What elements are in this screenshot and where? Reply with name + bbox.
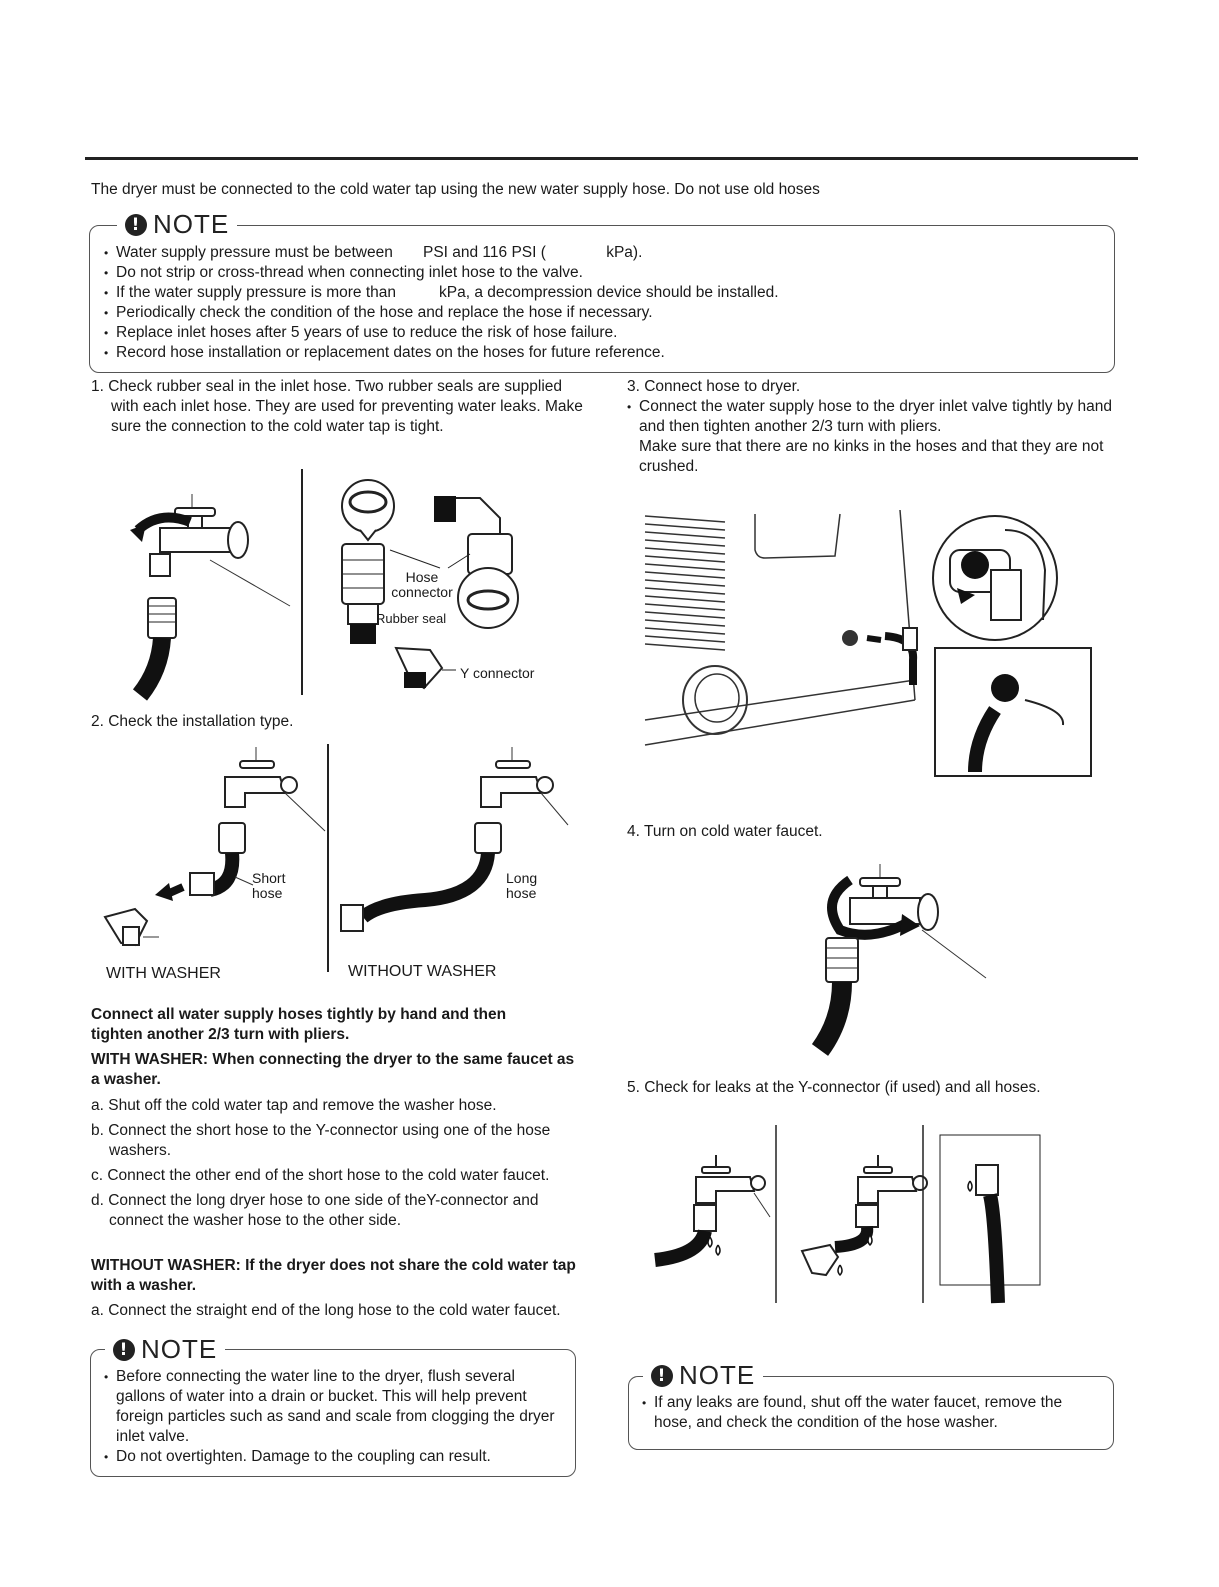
- connect-tightly-text: Connect all water supply hoses tightly b…: [91, 1006, 507, 1043]
- step1-text: 1. Check rubber seal in the inlet hose. …: [91, 378, 583, 435]
- y-connector-label: Y connector: [460, 665, 535, 681]
- note-item: Record hose installation or replacement …: [104, 343, 1104, 363]
- step3-bullet-cont: Make sure that there are no kinks in the…: [639, 438, 1104, 475]
- note-list-top: Water supply pressure must be between PS…: [104, 243, 1104, 363]
- hose-connector-label: Hose connector: [391, 569, 453, 600]
- with-washer-heading: WITH WASHER: When connecting the dryer t…: [91, 1051, 575, 1088]
- without-washer-step: a. Connect the straight end of the long …: [91, 1302, 561, 1319]
- note-item: Before connecting the water line to the …: [104, 1367, 564, 1447]
- note-list-right: If any leaks are found, shut off the wat…: [642, 1393, 1092, 1433]
- step-item: a. Shut off the cold water tap and remov…: [91, 1097, 497, 1114]
- exclamation-icon: !: [125, 213, 147, 236]
- without-washer-illustration: [340, 747, 569, 932]
- note-list-left: Before connecting the water line to the …: [104, 1367, 564, 1467]
- divider-vertical: [301, 469, 303, 695]
- note-item: Do not strip or cross-thread when connec…: [104, 263, 1104, 283]
- header-rule: [85, 157, 1138, 160]
- note-item: Replace inlet hoses after 5 years of use…: [104, 323, 1104, 343]
- exclamation-icon: !: [113, 1338, 135, 1361]
- divider-vertical: [327, 744, 329, 972]
- note-item: Periodically check the condition of the …: [104, 303, 1104, 323]
- step5-text: 5. Check for leaks at the Y-connector (i…: [627, 1079, 1041, 1096]
- step4-text: 4. Turn on cold water faucet.: [627, 823, 823, 840]
- step2-text: 2. Check the installation type.: [91, 713, 294, 730]
- step3-body: Connect the water supply hose to the dry…: [627, 397, 1122, 477]
- note-item: Do not overtighten. Damage to the coupli…: [104, 1447, 564, 1467]
- without-washer-heading: WITHOUT WASHER: If the dryer does not sh…: [91, 1257, 576, 1294]
- note-item: If any leaks are found, shut off the wat…: [642, 1393, 1092, 1433]
- without-washer-caption: WITHOUT WASHER: [348, 963, 497, 980]
- dryer-back-illustration: [644, 509, 1092, 777]
- turn-faucet-illustration: [811, 864, 987, 1056]
- note-item: Water supply pressure must be between PS…: [104, 243, 1104, 263]
- note-heading-top: ! NOTE: [117, 209, 238, 240]
- long-hose-label: Long hose: [506, 870, 538, 901]
- intro-text: The dryer must be connected to the cold …: [91, 181, 820, 198]
- step-item: c. Connect the other end of the short ho…: [91, 1167, 550, 1184]
- exclamation-icon: !: [651, 1364, 673, 1387]
- note-heading-left: ! NOTE: [105, 1334, 226, 1365]
- note-item: If the water supply pressure is more tha…: [104, 283, 1104, 303]
- with-washer-steps: a. Shut off the cold water tap and remov…: [91, 1096, 581, 1231]
- note-heading-right: ! NOTE: [643, 1360, 764, 1391]
- short-hose-label: Short hose: [252, 870, 286, 901]
- faucet-hose-illustration: [130, 494, 291, 701]
- with-washer-illustration: [103, 747, 326, 947]
- leak-check-illustration: [654, 1125, 1041, 1304]
- connector-illustration: [341, 479, 519, 690]
- rubber-seal-label: Rubber seal: [376, 611, 447, 626]
- with-washer-caption: WITH WASHER: [106, 965, 221, 982]
- step-item: d. Connect the long dryer hose to one si…: [91, 1192, 539, 1229]
- step3-title: 3. Connect hose to dryer.: [627, 378, 801, 395]
- step-item: b. Connect the short hose to the Y-conne…: [91, 1122, 551, 1159]
- step3-bullet: Connect the water supply hose to the dry…: [627, 397, 1122, 437]
